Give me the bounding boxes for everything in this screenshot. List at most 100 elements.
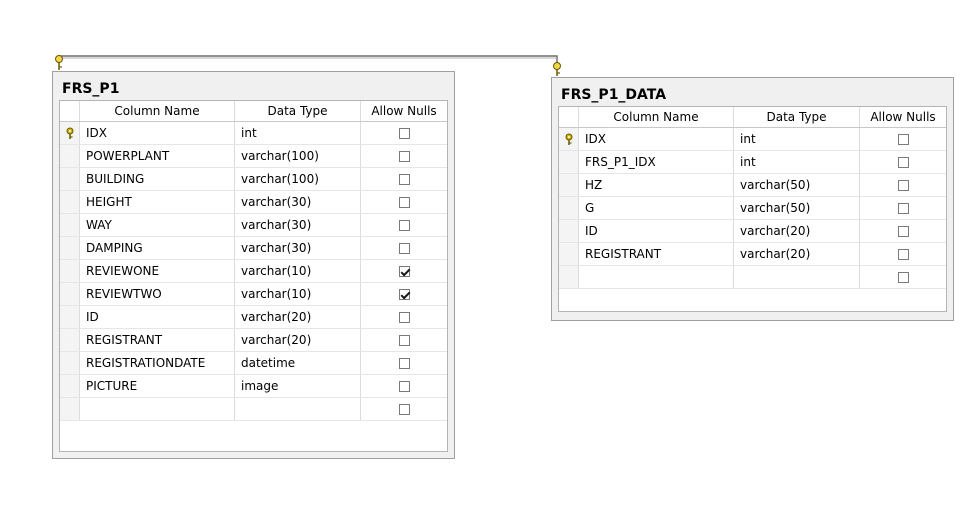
column-name-cell[interactable]: REGISTRATIONDATE	[80, 352, 235, 374]
row-selector[interactable]	[559, 220, 579, 242]
allow-nulls-checkbox[interactable]	[897, 133, 909, 145]
allow-nulls-checkbox[interactable]	[897, 202, 909, 214]
data-type-cell[interactable]: varchar(20)	[734, 243, 860, 265]
column-name-cell[interactable]: DAMPING	[80, 237, 235, 259]
table-frs-p1-data[interactable]: FRS_P1_DATA Column Name Data Type Allow …	[551, 77, 954, 321]
column-name-cell[interactable]: BUILDING	[80, 168, 235, 190]
allow-nulls-checkbox[interactable]	[398, 150, 410, 162]
data-type-cell[interactable]: datetime	[235, 352, 361, 374]
allow-nulls-checkbox[interactable]	[398, 403, 410, 415]
column-name-cell[interactable]: HEIGHT	[80, 191, 235, 213]
row-selector[interactable]	[60, 214, 80, 236]
column-name-cell[interactable]: G	[579, 197, 734, 219]
table-frs-p1[interactable]: FRS_P1 Column Name Data Type Allow Nulls…	[52, 71, 455, 459]
column-name-cell[interactable]: PICTURE	[80, 375, 235, 397]
column-name-cell[interactable]: HZ	[579, 174, 734, 196]
column-name-cell[interactable]	[80, 398, 235, 420]
row-selector[interactable]	[60, 329, 80, 351]
row-selector[interactable]	[559, 266, 579, 288]
column-name-cell[interactable]: REGISTRANT	[80, 329, 235, 351]
allow-nulls-checkbox[interactable]	[897, 271, 909, 283]
allow-nulls-checkbox[interactable]	[398, 219, 410, 231]
data-type-cell[interactable]: varchar(10)	[235, 260, 361, 282]
data-type-cell[interactable]: int	[235, 122, 361, 144]
column-name-cell[interactable]: FRS_P1_IDX	[579, 151, 734, 173]
data-type-cell[interactable]: varchar(50)	[734, 197, 860, 219]
row-selector[interactable]	[559, 128, 579, 150]
column-name-cell[interactable]: REGISTRANT	[579, 243, 734, 265]
table-row[interactable]	[559, 266, 946, 289]
allow-nulls-checkbox[interactable]	[398, 288, 410, 300]
row-selector[interactable]	[60, 375, 80, 397]
allow-nulls-checkbox[interactable]	[897, 179, 909, 191]
column-name-cell[interactable]: POWERPLANT	[80, 145, 235, 167]
row-selector[interactable]	[60, 145, 80, 167]
allow-nulls-checkbox[interactable]	[897, 248, 909, 260]
data-type-cell[interactable]: varchar(30)	[235, 214, 361, 236]
allow-nulls-checkbox[interactable]	[897, 156, 909, 168]
column-name-header[interactable]: Column Name	[80, 101, 235, 121]
data-type-cell[interactable]: varchar(30)	[235, 237, 361, 259]
data-type-cell[interactable]: varchar(30)	[235, 191, 361, 213]
data-type-header[interactable]: Data Type	[734, 107, 860, 127]
allow-nulls-checkbox[interactable]	[398, 311, 410, 323]
allow-nulls-checkbox[interactable]	[398, 196, 410, 208]
data-type-cell[interactable]: varchar(10)	[235, 283, 361, 305]
row-selector[interactable]	[60, 260, 80, 282]
column-name-cell[interactable]: REVIEWTWO	[80, 283, 235, 305]
allow-nulls-checkbox[interactable]	[398, 380, 410, 392]
row-selector[interactable]	[559, 151, 579, 173]
column-name-cell[interactable]: ID	[579, 220, 734, 242]
table-title[interactable]: FRS_P1	[62, 81, 120, 97]
data-type-cell[interactable]: varchar(100)	[235, 145, 361, 167]
column-name-cell[interactable]: IDX	[579, 128, 734, 150]
column-name-cell[interactable]: WAY	[80, 214, 235, 236]
allow-nulls-checkbox[interactable]	[897, 225, 909, 237]
row-selector[interactable]	[60, 168, 80, 190]
allow-nulls-checkbox[interactable]	[398, 334, 410, 346]
allow-nulls-header[interactable]: Allow Nulls	[371, 104, 437, 118]
allow-nulls-checkbox[interactable]	[398, 242, 410, 254]
row-selector[interactable]	[60, 283, 80, 305]
data-type-cell[interactable]: varchar(20)	[235, 306, 361, 328]
data-type-cell[interactable]: int	[734, 151, 860, 173]
data-type-cell[interactable]	[734, 266, 860, 288]
row-selector[interactable]	[60, 398, 80, 420]
data-type-cell[interactable]: varchar(100)	[235, 168, 361, 190]
table-row[interactable]	[60, 398, 447, 421]
row-selector[interactable]	[60, 237, 80, 259]
data-type-cell[interactable]: int	[734, 128, 860, 150]
allow-nulls-checkbox[interactable]	[398, 173, 410, 185]
data-type-cell[interactable]: varchar(50)	[734, 174, 860, 196]
column-name-cell[interactable]	[579, 266, 734, 288]
column-name-cell[interactable]: ID	[80, 306, 235, 328]
allow-nulls-checkbox[interactable]	[398, 265, 410, 277]
row-selector[interactable]	[60, 306, 80, 328]
column-name-cell[interactable]: IDX	[80, 122, 235, 144]
table-title[interactable]: FRS_P1_DATA	[561, 87, 667, 103]
allow-nulls-header[interactable]: Allow Nulls	[870, 110, 936, 124]
row-selector[interactable]	[60, 352, 80, 374]
allow-nulls-checkbox[interactable]	[398, 127, 410, 139]
data-type-cell[interactable]	[235, 398, 361, 420]
data-type-cell[interactable]: varchar(20)	[235, 329, 361, 351]
data-type-cell[interactable]: image	[235, 375, 361, 397]
data-type-header[interactable]: Data Type	[235, 101, 361, 121]
allow-nulls-checkbox[interactable]	[398, 357, 410, 369]
